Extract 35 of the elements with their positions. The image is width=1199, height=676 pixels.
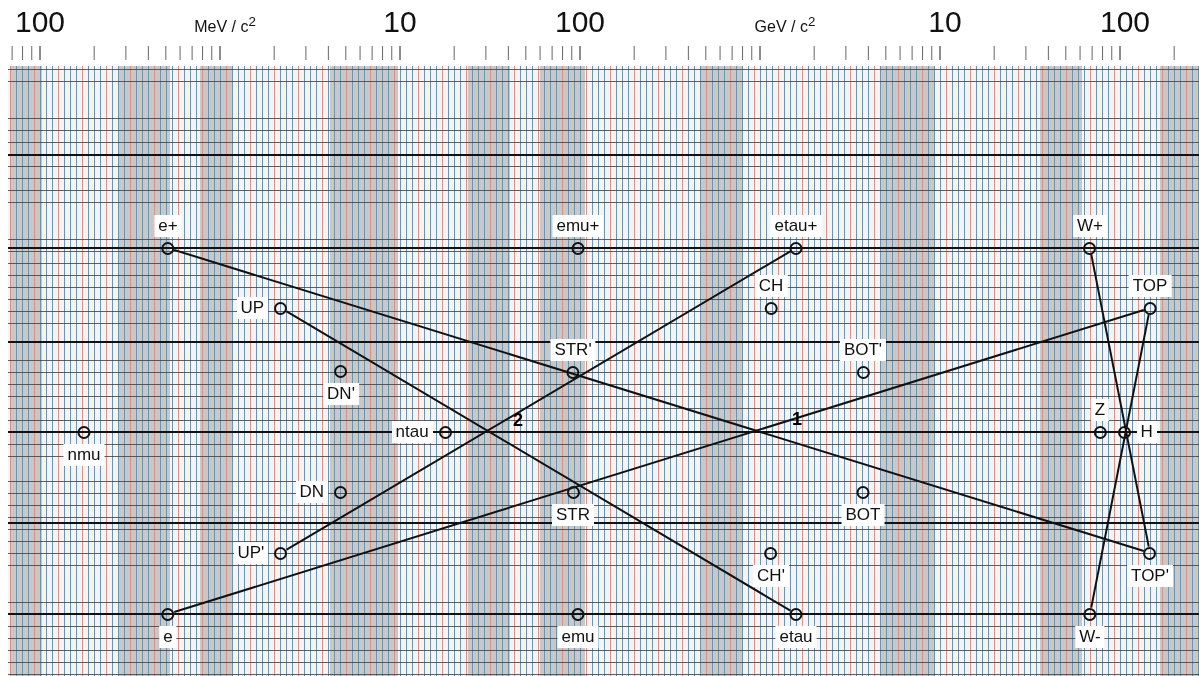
particle-label: STR [552, 503, 594, 526]
particle-label: etau+ [770, 214, 822, 237]
particle-label: e+ [154, 214, 182, 237]
particle-label: BOT [841, 503, 885, 526]
particle-label: Z [1090, 398, 1110, 421]
particle-label: DN' [323, 382, 359, 405]
particle-label: TOP' [1127, 564, 1173, 587]
particle-label: TOP [1128, 274, 1172, 297]
axis-tick-label: 100 [14, 6, 66, 38]
connecting-line [285, 250, 792, 551]
axis-tick-label: 100 [1099, 6, 1151, 38]
axis-unit-label: GeV / c$^{2}$ [754, 13, 816, 38]
connecting-line [1090, 253, 1150, 548]
particle-label: nmu [63, 443, 105, 466]
particle-label: W+ [1073, 214, 1107, 237]
particle-label: emu+ [552, 214, 604, 237]
particle-label: CH [754, 274, 788, 297]
particle-label: DN [295, 481, 329, 503]
particle-label: e [159, 625, 177, 648]
particle-label: UP [236, 297, 269, 319]
particle-label: W- [1075, 625, 1105, 648]
connecting-line [1090, 313, 1150, 609]
particle-label: etau [775, 625, 817, 648]
particle-label: BOT' [839, 338, 887, 361]
axis-tick-label: 100 [554, 6, 606, 38]
axis-unit-label: MeV / c$^{2}$ [194, 13, 256, 38]
particle-label: CH' [753, 564, 789, 587]
particle-label: UP' [233, 542, 269, 564]
particle-label: STR' [550, 338, 596, 361]
particle-label: H [1136, 421, 1157, 443]
particle-label: ntau [391, 421, 433, 443]
axis-tick-label: 10 [928, 6, 962, 38]
axis-tick-label: 10 [383, 6, 417, 38]
connecting-line [285, 310, 792, 612]
particle-label: emu [557, 625, 599, 648]
